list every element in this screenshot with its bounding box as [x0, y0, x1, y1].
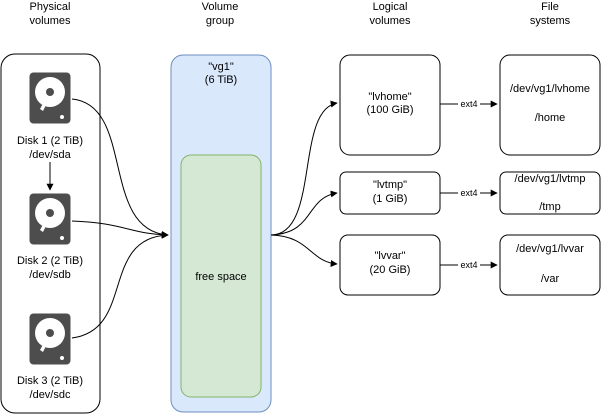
free-space-label: free space: [195, 271, 246, 283]
fs-var-mount: /var: [541, 273, 560, 285]
file-system-home: /dev/vg1/lvhome /home: [499, 54, 601, 156]
fs-home-box: [499, 54, 601, 156]
disk-3-label: Disk 3 (2 TiB): [17, 375, 83, 387]
disk-2-label: Disk 2 (2 TiB): [17, 255, 83, 267]
disk-3: Disk 3 (2 TiB) /dev/sdc: [17, 313, 83, 401]
ext4-label-3: ext4: [460, 260, 477, 270]
fs-tmp-device: /dev/vg1/lvtmp: [515, 173, 586, 185]
hard-disk-icon: [29, 72, 71, 124]
fs-var-box: [499, 234, 601, 296]
ext4-label-bg-1: [458, 98, 480, 109]
file-system-var: /dev/vg1/lvvar /var: [499, 234, 601, 296]
disk-1-label: Disk 1 (2 TiB): [17, 135, 83, 147]
header-file-systems-line1: File: [541, 1, 559, 13]
header-physical-volumes-line1: Physical: [30, 1, 71, 13]
volume-group-name: "vg1": [208, 61, 234, 73]
arrow-disk2-to-vg: [71, 220, 169, 239]
lvhome-name: "lvhome": [368, 91, 411, 103]
disk-2-device: /dev/sdb: [29, 269, 71, 281]
ext4-label-bg-3: [458, 259, 480, 270]
arrow-disk1-to-vg: [71, 98, 169, 239]
lvtmp-name: "lvtmp": [373, 179, 407, 191]
fs-home-mount: /home: [535, 112, 566, 124]
arrow-vg-to-lvvar: [270, 234, 338, 268]
logical-volume-lvvar: "lvvar" (20 GiB): [339, 234, 441, 296]
lvvar-name: "lvvar": [374, 250, 405, 262]
fs-var-device: /dev/vg1/lvvar: [516, 243, 584, 255]
ext4-label-bg-2: [458, 187, 480, 198]
ext4-label-1: ext4: [460, 99, 477, 109]
fs-tmp-mount: /tmp: [539, 201, 560, 213]
header-volume-group-line1: Volume: [202, 1, 239, 13]
hard-disk-icon: [29, 193, 71, 245]
header-file-systems-line2: systems: [530, 15, 571, 27]
volume-group-size: (6 TiB): [205, 74, 237, 86]
arrow-vg-to-lvtmp: [270, 190, 338, 236]
fs-tmp-box: [499, 171, 601, 215]
disk-1: Disk 1 (2 TiB) /dev/sda: [17, 72, 83, 161]
logical-volume-lvtmp: "lvtmp" (1 GiB): [339, 171, 441, 215]
header-logical-volumes-line2: volumes: [370, 15, 411, 27]
disk-1-device: /dev/sda: [29, 149, 71, 161]
disk-3-device: /dev/sdc: [30, 389, 71, 401]
disk-2: Disk 2 (2 TiB) /dev/sdb: [17, 193, 83, 281]
logical-volume-lvhome: "lvhome" (100 GiB): [339, 54, 441, 156]
free-space-box: [180, 154, 262, 398]
arrow-disk3-to-vg: [71, 231, 169, 339]
header-physical-volumes-line2: volumes: [30, 15, 71, 27]
lvtmp-size: (1 GiB): [373, 193, 408, 205]
header-logical-volumes-line1: Logical: [373, 1, 408, 13]
file-system-tmp: /dev/vg1/lvtmp /tmp: [499, 171, 601, 215]
lvvar-size: (20 GiB): [370, 264, 411, 276]
lvhome-size: (100 GiB): [366, 104, 413, 116]
header-volume-group-line2: group: [206, 15, 234, 27]
lvhome-box: [339, 54, 441, 156]
arrow-vg-to-lvhome: [270, 100, 338, 236]
fs-home-device: /dev/vg1/lvhome: [510, 83, 590, 95]
hard-disk-icon: [29, 313, 71, 365]
ext4-label-2: ext4: [460, 188, 477, 198]
